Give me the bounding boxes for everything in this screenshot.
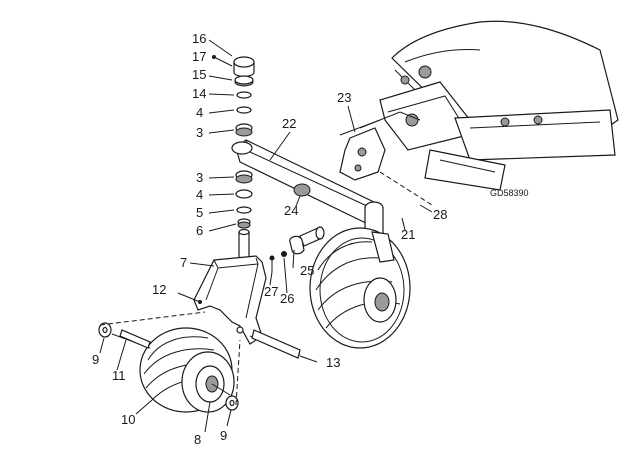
small-hardware — [269, 226, 325, 272]
callout-4-lower: 4 — [196, 187, 203, 202]
callout-3-lower: 3 — [196, 170, 203, 185]
callout-3-upper: 3 — [196, 125, 203, 140]
callout-15: 15 — [192, 67, 206, 82]
callout-5: 5 — [196, 205, 203, 220]
callout-labels: 16 17 15 14 4 3 22 23 3 4 5 6 24 21 28 2… — [92, 31, 529, 447]
callout-9-left: 9 — [92, 352, 99, 367]
callout-22: 22 — [282, 116, 296, 131]
callout-12: 12 — [152, 282, 166, 297]
right-wheel — [309, 227, 411, 349]
callout-10: 10 — [121, 412, 135, 427]
left-wheel-10 — [139, 327, 235, 413]
caster-fork-7 — [177, 255, 267, 345]
callout-7: 7 — [180, 255, 187, 270]
callout-23: 23 — [337, 90, 351, 105]
callout-17: 17 — [192, 49, 206, 64]
callout-14: 14 — [192, 86, 206, 101]
bracket-23 — [339, 127, 433, 206]
hardware-stack — [212, 55, 255, 263]
leader-lines — [99, 39, 433, 433]
mower-frame — [339, 20, 619, 191]
callout-24: 24 — [284, 203, 298, 218]
callout-6: 6 — [196, 223, 203, 238]
figure-code: GD58390 — [490, 188, 529, 198]
callout-25: 25 — [300, 263, 314, 278]
callout-11: 11 — [112, 368, 126, 383]
callout-26: 26 — [280, 291, 294, 306]
callout-13: 13 — [326, 355, 340, 370]
callout-8: 8 — [194, 432, 201, 447]
callout-4-upper: 4 — [196, 105, 203, 120]
callout-16: 16 — [192, 31, 206, 46]
callout-9-right: 9 — [220, 428, 227, 443]
callout-21: 21 — [401, 227, 415, 242]
callout-28: 28 — [433, 207, 447, 222]
callout-27: 27 — [264, 284, 278, 299]
washers-and-bolts — [98, 311, 301, 411]
